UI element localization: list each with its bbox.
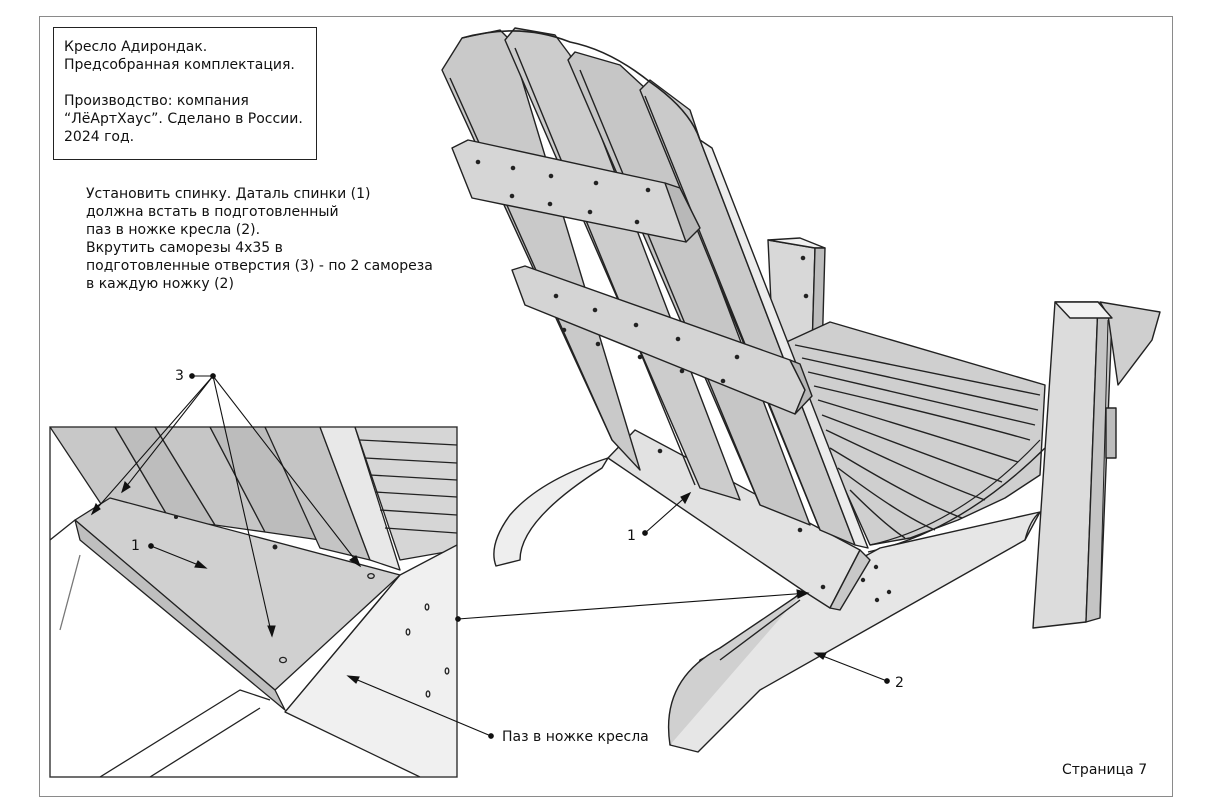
title-line-3: Производство: компания (64, 93, 249, 109)
back-part-1-main (493, 429, 871, 611)
lower-back-crossbar (511, 265, 813, 415)
upper-back-crossbar (451, 139, 701, 243)
callout-leg-label: 2 (895, 675, 904, 691)
chair-main-view (441, 27, 1161, 753)
callout-back-part-detail-label: 1 (131, 538, 140, 554)
seat-slats (779, 321, 1046, 553)
instruction-line-4: Вкрутить саморезы 4х35 в (86, 240, 283, 256)
detail-inset (49, 426, 458, 778)
callout-leaders (90, 373, 890, 739)
instruction-line-2: должна встать в подготовленный (86, 204, 339, 220)
title-block: Кресло Адирондак. Предсобранная комплект… (53, 27, 317, 160)
instruction-line-3: паз в ножке кресла (2). (86, 222, 261, 238)
backrest-slats (441, 27, 869, 549)
page-frame (39, 16, 1173, 797)
title-line-5: 2024 год. (64, 129, 135, 145)
title-line-1: Кресло Адирондак. (64, 39, 208, 55)
callout-slot-label: Паз в ножке кресла (502, 729, 649, 745)
instruction-line-6: в каждую ножку (2) (86, 276, 234, 292)
front-arm-post (1032, 301, 1161, 629)
instruction-line-5: подготовленные отверстия (3) - по 2 само… (86, 258, 433, 274)
title-line-4: “ЛёАртХаус”. Сделано в России. (64, 111, 303, 127)
title-line-2: Предсобранная комплектация. (64, 57, 295, 73)
callout-back-part-main-label: 1 (627, 528, 636, 544)
callout-screws-label: 3 (175, 368, 184, 384)
page-number: Страница 7 (1062, 762, 1148, 778)
assembly-instructions: Установить спинку. Даталь спинки (1) дол… (86, 185, 466, 293)
chair-leg-part-2 (667, 511, 1041, 753)
instruction-line-1: Установить спинку. Даталь спинки (1) (86, 186, 371, 202)
